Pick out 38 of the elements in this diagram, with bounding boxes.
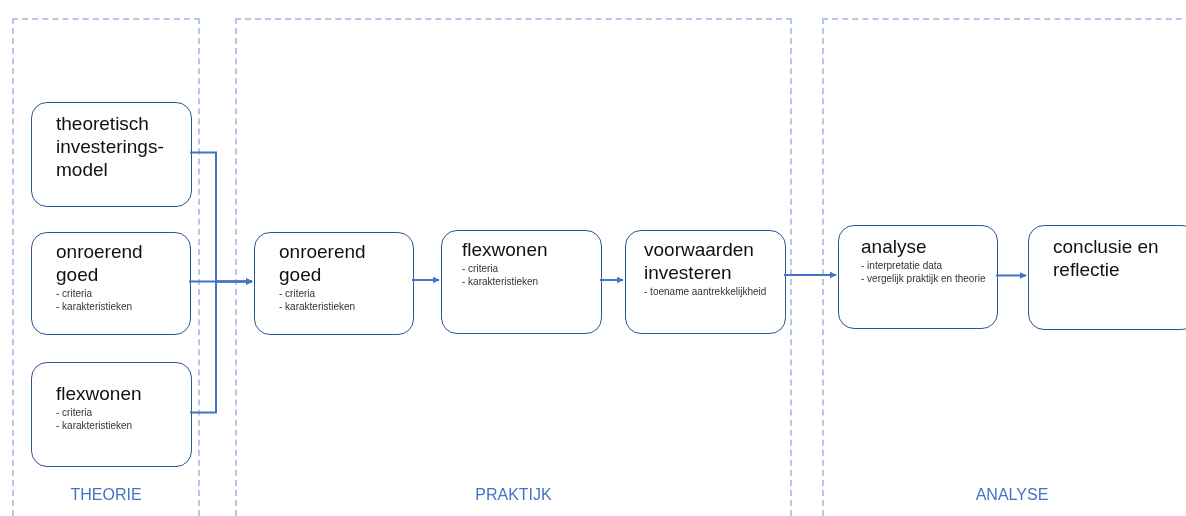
bullet-text: - criteria [279,286,317,301]
arrow [995,272,1027,279]
bullet-text: - karakteristieken [462,275,540,289]
bullet-text: - vergelijk praktijk en theorie [861,272,987,286]
arrow [411,276,440,284]
process-box [625,230,786,334]
dashed-panel [235,18,792,516]
box-heading: conclusie en reflectie [1053,236,1160,282]
process-box [31,232,191,335]
process-box [254,232,414,335]
bullet-text: - karakteristieken [56,419,134,433]
panel-title: THEORIE [69,486,143,504]
box-heading: voorwaarden investeren [644,239,755,285]
bullet-text: - criteria [56,405,94,420]
panel-title: ANALYSE [974,486,1050,504]
arrow [783,271,837,279]
process-box [31,102,192,207]
box-heading: onroerend goed [56,241,144,287]
dashed-panel [12,18,200,516]
bullet-text: - criteria [56,286,94,301]
box-heading: theoretisch investerings- model [56,113,165,182]
process-box [838,225,998,329]
process-box [1028,225,1186,330]
arrow [599,276,624,284]
arrow [189,278,253,414]
box-heading: flexwonen [56,383,143,406]
box-heading: onroerend goed [279,241,367,287]
bullet-text: - criteria [462,261,500,276]
bullet-text: - karakteristieken [279,300,357,314]
bullet-text: - toename aantrekkelijkheid [644,284,768,299]
bullet-text: - interpretatie data [861,258,944,273]
bullet-text: - karakteristieken [56,300,134,314]
panel-title: PRAKTIJK [474,486,553,504]
dashed-panel [822,18,1186,516]
process-box [31,362,192,467]
box-heading: analyse [861,236,928,259]
box-heading: flexwonen [462,239,549,262]
process-box [441,230,602,334]
